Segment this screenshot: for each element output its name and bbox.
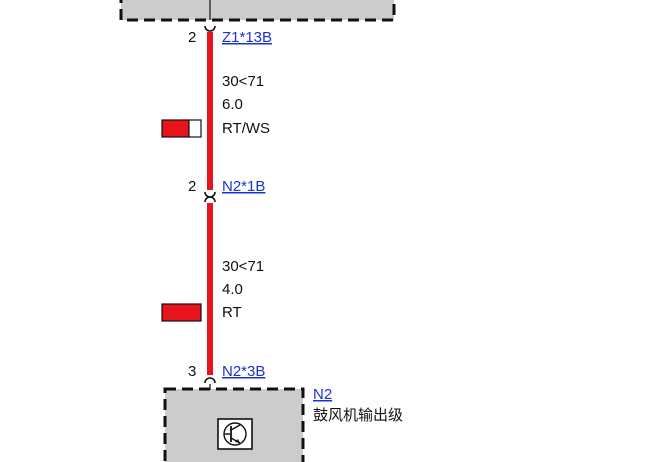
- wire-segment-1: [207, 32, 213, 190]
- wire-color-swatch: [161, 303, 202, 322]
- transistor-icon: [217, 418, 253, 450]
- wire-color-code: RT: [222, 304, 242, 321]
- wire-size: 4.0: [222, 281, 243, 298]
- connector-arc-icon: [204, 196, 216, 203]
- wire-segment-2: [207, 203, 213, 375]
- connector-link[interactable]: Z1*13B: [222, 29, 272, 46]
- connector-pin: 2: [188, 29, 196, 46]
- wire-1-labels: 30<71 6.0 RT/WS: [161, 73, 270, 138]
- wire-size: 6.0: [222, 96, 243, 113]
- connector-link[interactable]: N2*3B: [222, 363, 265, 380]
- connector-n2-1b: 2 N2*1B: [188, 178, 265, 203]
- connector-arc-icon: [204, 377, 216, 384]
- component-n2: N2 鼓风机输出级: [163, 384, 403, 462]
- connector-arc-icon: [204, 25, 216, 32]
- wire-color-code: RT/WS: [222, 120, 270, 137]
- connector-link[interactable]: N2*1B: [222, 178, 265, 195]
- connector-z1-13b: 2 Z1*13B: [188, 25, 272, 46]
- component-name: 鼓风机输出级: [313, 406, 403, 424]
- connector-pin: 3: [188, 363, 196, 380]
- wire-circuit: 30<71: [222, 73, 264, 90]
- wire-color-swatch: [161, 119, 202, 138]
- connector-pin: 2: [188, 178, 196, 195]
- wire-circuit: 30<71: [222, 258, 264, 275]
- connector-n2-3b: 3 N2*3B: [188, 363, 265, 384]
- upper-component-box: [119, 0, 396, 22]
- wire-2-labels: 30<71 4.0 RT: [161, 258, 264, 322]
- component-id-link[interactable]: N2: [313, 386, 332, 403]
